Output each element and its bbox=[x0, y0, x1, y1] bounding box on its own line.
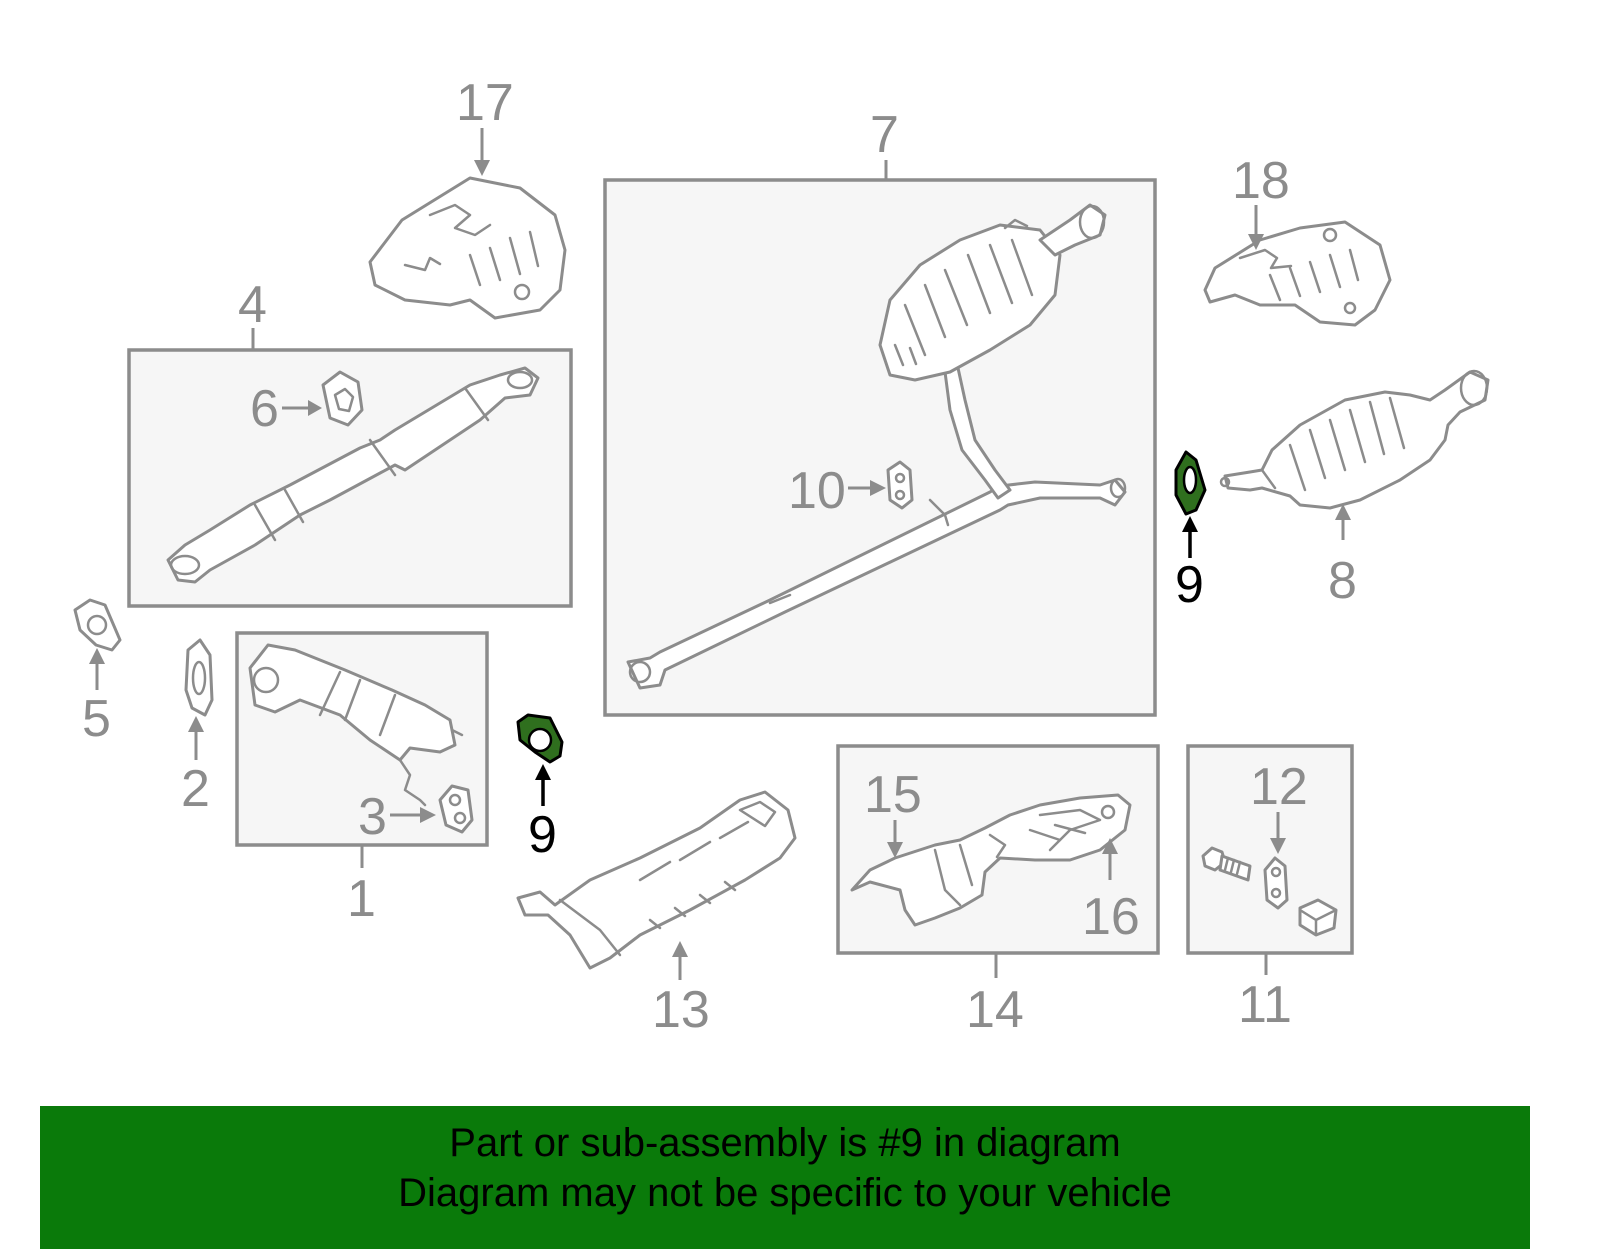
callout-13-group: 13 bbox=[652, 941, 710, 1039]
part-12-hanger[interactable] bbox=[1263, 856, 1289, 910]
part-8-converter[interactable] bbox=[1219, 369, 1490, 510]
callout-8-group: 8 bbox=[1328, 504, 1357, 610]
part-4-center-pipe[interactable] bbox=[166, 366, 540, 584]
callout-13: 13 bbox=[652, 981, 710, 1039]
callout-6: 6 bbox=[250, 380, 279, 438]
part-1-front-pipe[interactable] bbox=[248, 643, 464, 807]
callout-2-group: 2 bbox=[181, 716, 210, 818]
part-7-muffler-pipe[interactable] bbox=[626, 203, 1127, 690]
part-3-hanger[interactable] bbox=[438, 784, 474, 834]
callout-7: 7 bbox=[870, 106, 899, 164]
assembly-box-7 bbox=[603, 178, 1157, 717]
callout-1: 1 bbox=[347, 870, 376, 928]
part-2-gasket[interactable] bbox=[184, 638, 214, 717]
callout-14-group: 14 bbox=[966, 953, 1024, 1039]
callout-15: 15 bbox=[864, 766, 922, 824]
part-9-gasket-left[interactable] bbox=[516, 713, 564, 764]
banner-line-2: Diagram may not be specific to your vehi… bbox=[398, 1171, 1172, 1215]
callout-12-group: 12 bbox=[1250, 758, 1308, 854]
callout-9-left-group: 9 bbox=[528, 764, 557, 864]
callout-9-right: 9 bbox=[1175, 556, 1204, 614]
callout-10: 10 bbox=[788, 462, 846, 520]
info-banner: Part or sub-assembly is #9 in diagram Di… bbox=[40, 1106, 1530, 1249]
part-11-nut[interactable] bbox=[1298, 898, 1338, 937]
callout-14: 14 bbox=[966, 981, 1024, 1039]
callout-4: 4 bbox=[238, 276, 267, 334]
callout-12: 12 bbox=[1250, 758, 1308, 816]
part-10-hanger[interactable] bbox=[886, 460, 914, 510]
part-11-bolt[interactable] bbox=[1201, 846, 1252, 882]
callout-6-group: 6 bbox=[250, 380, 322, 438]
part-15-16-heat-shield[interactable] bbox=[850, 793, 1132, 927]
callout-1-group: 1 bbox=[347, 845, 376, 928]
callout-8: 8 bbox=[1328, 552, 1357, 610]
callout-17-group: 17 bbox=[456, 74, 514, 176]
callout-3-group: 3 bbox=[358, 788, 436, 846]
callout-18: 18 bbox=[1232, 152, 1290, 210]
callout-15-group: 15 bbox=[864, 766, 922, 858]
banner-line-1: Part or sub-assembly is #9 in diagram bbox=[449, 1121, 1121, 1165]
callout-11-group: 11 bbox=[1238, 953, 1292, 1034]
part-6-hanger[interactable] bbox=[321, 370, 364, 427]
callout-9-left: 9 bbox=[528, 806, 557, 864]
callout-2: 2 bbox=[181, 760, 210, 818]
callout-10-group: 10 bbox=[788, 462, 886, 520]
callout-5-group: 5 bbox=[82, 648, 111, 748]
part-9-gasket-right[interactable] bbox=[1174, 450, 1207, 516]
part-17-heat-shield[interactable] bbox=[368, 176, 567, 320]
part-13-heat-shield[interactable] bbox=[516, 790, 797, 970]
callout-18-group: 18 bbox=[1232, 152, 1290, 250]
callout-3: 3 bbox=[358, 788, 387, 846]
callout-9-right-group: 9 bbox=[1175, 516, 1204, 614]
callout-16-group: 16 bbox=[1082, 838, 1140, 946]
callout-11: 11 bbox=[1238, 976, 1292, 1034]
part-18-heat-shield[interactable] bbox=[1203, 220, 1392, 327]
callout-17: 17 bbox=[456, 74, 514, 132]
callout-4-group: 4 bbox=[238, 276, 267, 350]
callout-5: 5 bbox=[82, 690, 111, 748]
callout-16: 16 bbox=[1082, 888, 1140, 946]
part-5-gasket[interactable] bbox=[73, 598, 122, 652]
